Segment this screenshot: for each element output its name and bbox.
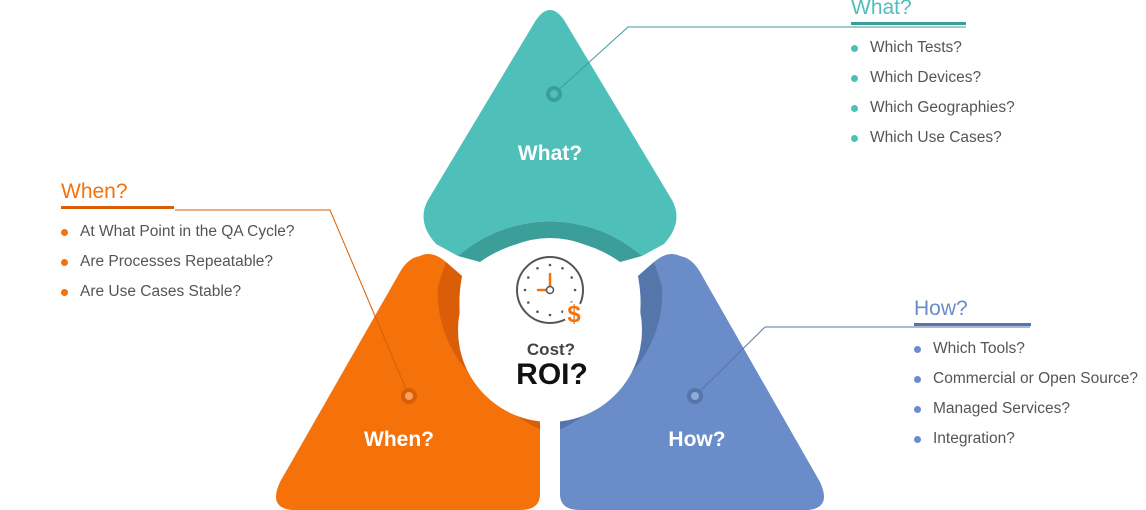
how-marker: [687, 388, 703, 404]
when-marker: [401, 388, 417, 404]
how-segment-label: How?: [668, 428, 725, 451]
list-item: Which Tools?: [914, 334, 1146, 364]
bullet-icon: [851, 45, 858, 52]
how-segment: [560, 254, 824, 510]
how-panel-title: How?: [914, 297, 968, 320]
what-panel-title: What?: [851, 0, 912, 19]
list-item: At What Point in the QA Cycle?: [61, 217, 361, 247]
bullet-icon: [61, 259, 68, 266]
when-connector-line: [175, 209, 410, 397]
what-panel-rule: [851, 22, 966, 25]
list-item: Managed Services?: [914, 394, 1146, 424]
how-connector-line: [694, 326, 1030, 397]
when-panel-rule: [61, 206, 174, 209]
bullet-icon: [61, 229, 68, 236]
bullet-icon: [851, 75, 858, 82]
when-segment-label: When?: [364, 428, 434, 451]
list-item: Integration?: [914, 424, 1146, 454]
list-item: Which Devices?: [851, 63, 1141, 93]
what-connector-line: [553, 26, 966, 95]
bullet-icon: [914, 406, 921, 413]
list-item: Are Processes Repeatable?: [61, 247, 361, 277]
list-item: Which Geographies?: [851, 93, 1141, 123]
list-item: Commercial or Open Source?: [914, 364, 1146, 394]
bullet-icon: [851, 105, 858, 112]
list-item: Are Use Cases Stable?: [61, 277, 361, 307]
bullet-icon: [851, 135, 858, 142]
list-item: Which Use Cases?: [851, 123, 1141, 153]
bullet-icon: [914, 346, 921, 353]
how-panel: How? Which Tools? Commercial or Open Sou…: [914, 297, 1146, 454]
how-list: Which Tools? Commercial or Open Source? …: [914, 334, 1146, 454]
bullet-icon: [914, 436, 921, 443]
bullet-icon: [61, 289, 68, 296]
clock-dollar-icon: $: [516, 256, 585, 328]
what-segment-label: What?: [518, 142, 582, 165]
when-panel: When? At What Point in the QA Cycle? Are…: [61, 180, 361, 307]
what-panel: What? Which Tests? Which Devices? Which …: [851, 0, 1141, 153]
dollar-sign: $: [567, 301, 581, 328]
center-roi-label: ROI?: [516, 358, 588, 391]
list-item: Which Tests?: [851, 33, 1141, 63]
what-segment-inner-band: [458, 221, 642, 262]
center-cost-label: Cost?: [527, 340, 575, 359]
when-segment: [276, 254, 540, 510]
when-panel-title: When?: [61, 180, 128, 203]
how-panel-rule: [914, 323, 1031, 326]
what-segment: [423, 10, 677, 256]
bullet-icon: [914, 376, 921, 383]
what-marker: [546, 86, 562, 102]
what-list: Which Tests? Which Devices? Which Geogra…: [851, 33, 1141, 153]
when-list: At What Point in the QA Cycle? Are Proce…: [61, 217, 361, 307]
center-circle: [458, 238, 642, 422]
